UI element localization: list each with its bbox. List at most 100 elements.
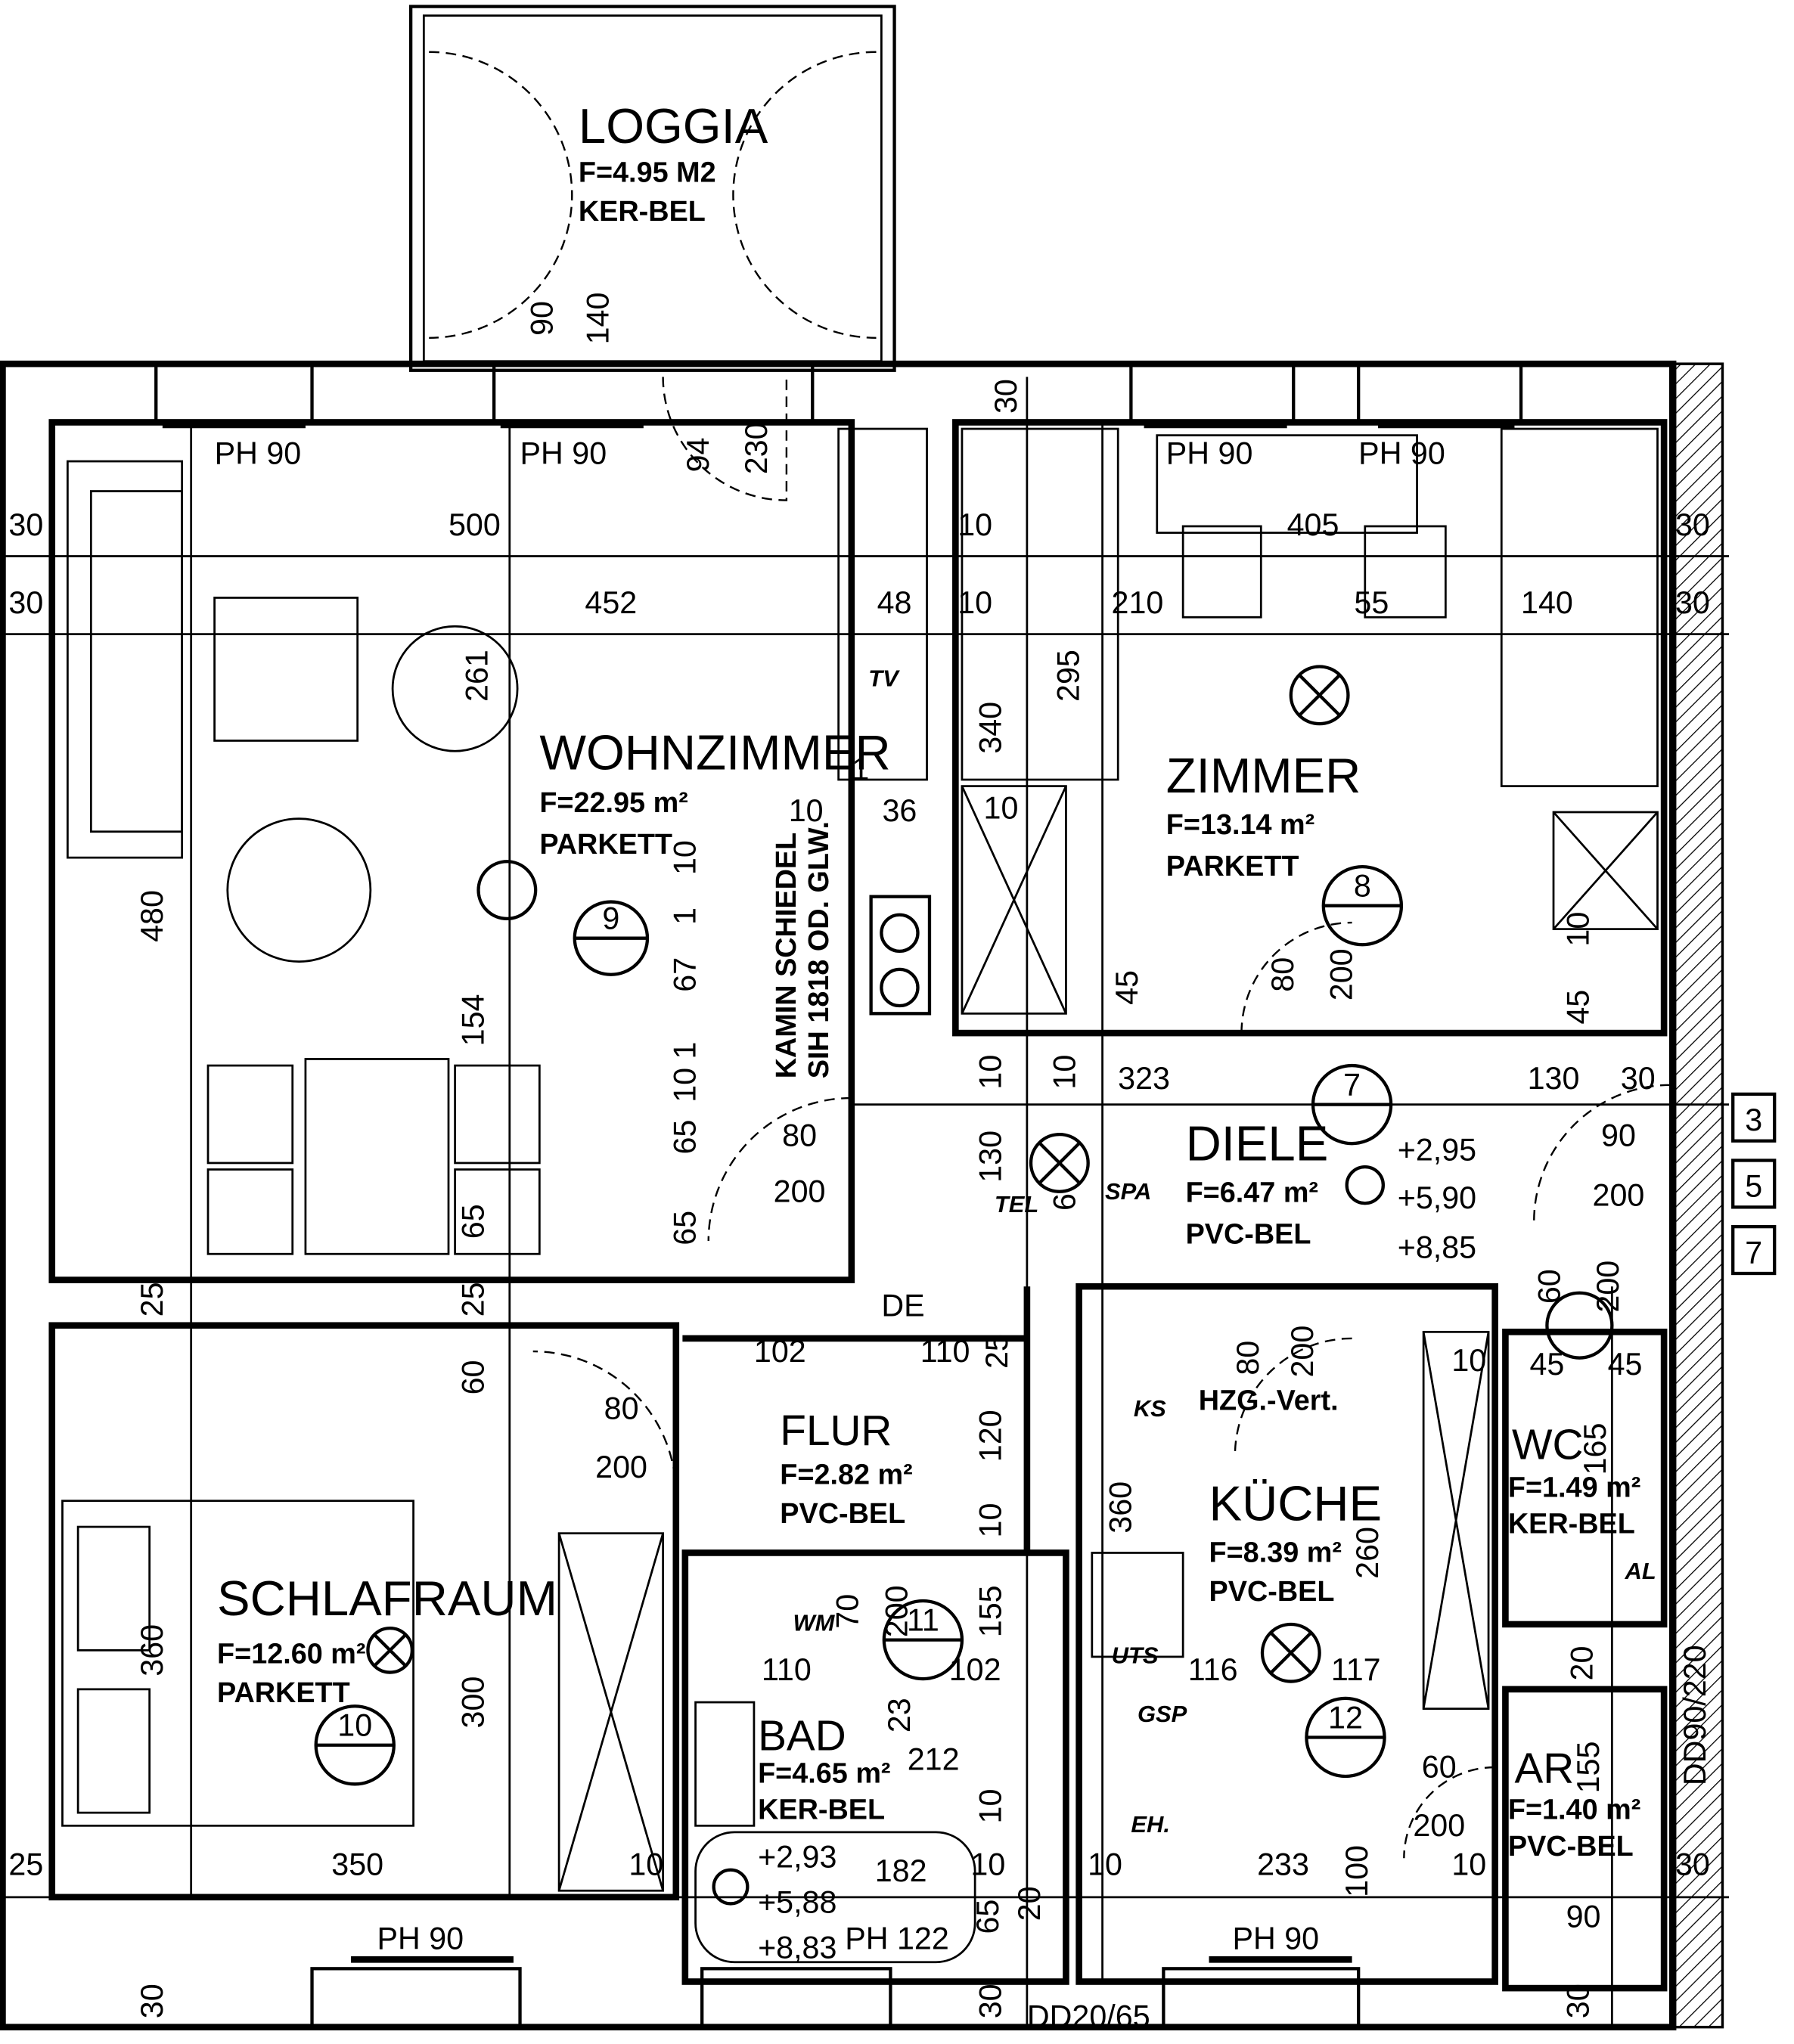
dimension-label: 200 bbox=[880, 1585, 914, 1637]
dimension-label: 30 bbox=[8, 585, 43, 620]
gsp-label: GSP bbox=[1138, 1701, 1187, 1727]
room-floor: KER-BEL bbox=[758, 1794, 885, 1826]
dimension-label: 30 bbox=[8, 507, 43, 542]
dimension-label: 55 bbox=[1354, 585, 1389, 620]
level: +2,95 bbox=[1398, 1133, 1476, 1168]
room-floor: PVC-BEL bbox=[780, 1498, 905, 1530]
tel-label: TEL bbox=[995, 1191, 1038, 1217]
room-number: 8 bbox=[1354, 869, 1371, 904]
room-floor: PARKETT bbox=[539, 829, 672, 861]
chimney-spec: SIH 1818 OD. GLW. bbox=[803, 821, 835, 1078]
level: +8,85 bbox=[1398, 1230, 1476, 1264]
room-name: FLUR bbox=[780, 1407, 892, 1455]
window-label: PH 90 bbox=[1232, 1921, 1319, 1956]
dimension-label: 350 bbox=[331, 1847, 383, 1882]
dimension-label: 110 bbox=[920, 1334, 970, 1369]
heating-distributor-label: HZG.-Vert. bbox=[1199, 1385, 1339, 1416]
room-area: F=13.14 m² bbox=[1166, 809, 1314, 841]
window-label: PH 90 bbox=[1166, 436, 1253, 470]
dimension-label: 25 bbox=[135, 1282, 169, 1317]
dimension-label: 90 bbox=[1566, 1899, 1601, 1934]
level: +2,93 bbox=[758, 1839, 836, 1874]
wm-label: WM bbox=[793, 1610, 835, 1636]
dimension-label: 10 bbox=[1560, 912, 1595, 947]
furniture bbox=[61, 427, 1659, 1964]
dimension-label: 130 bbox=[1528, 1061, 1580, 1096]
dimension-label: 80 bbox=[1265, 957, 1300, 992]
room-bad: BAD F=4.65 m² KER-BEL 11 +2,93 +5,88 +8,… bbox=[712, 1599, 964, 1965]
room-diele: DIELE F=6.47 m² PVC-BEL 7 +2,95 +5,90 +8… bbox=[1186, 1063, 1476, 1264]
dimension-label: 260 bbox=[1350, 1527, 1385, 1579]
ks-label: KS bbox=[1134, 1395, 1166, 1422]
room-area: F=4.95 M2 bbox=[579, 157, 716, 189]
dimension-label: 10 bbox=[958, 585, 992, 620]
uts-label: UTS bbox=[1112, 1642, 1159, 1669]
room-name: ZIMMER bbox=[1166, 748, 1361, 803]
ceiling-lights bbox=[366, 665, 1614, 1683]
room-area: F=4.65 m² bbox=[758, 1758, 890, 1790]
dimension-label: 10 bbox=[973, 1789, 1008, 1824]
dimension-label: 200 bbox=[1413, 1808, 1465, 1843]
dimension-label: 10 bbox=[629, 1847, 663, 1882]
dimension: 90 bbox=[525, 301, 560, 336]
room-floor: PARKETT bbox=[217, 1677, 350, 1709]
dimension-label: 1 bbox=[668, 907, 703, 925]
dimension-label: 10 bbox=[1088, 1847, 1122, 1882]
room-area: F=8.39 m² bbox=[1209, 1537, 1342, 1568]
dimension-label: 360 bbox=[135, 1624, 169, 1676]
dimension-label: 102 bbox=[754, 1334, 806, 1369]
room-zimmer: ZIMMER F=13.14 m² PARKETT 8 bbox=[1166, 748, 1404, 947]
dimension-label: 165 bbox=[1578, 1423, 1612, 1475]
dimension-label: 405 bbox=[1287, 507, 1339, 542]
room-kueche: KÜCHE F=8.39 m² PVC-BEL 12 bbox=[1209, 1476, 1386, 1779]
room-number: 9 bbox=[602, 901, 619, 936]
dimension-label: 480 bbox=[135, 890, 169, 942]
dimension-label: 200 bbox=[1285, 1326, 1320, 1378]
dimension-label: 30 bbox=[1621, 1061, 1656, 1096]
room-number: 7 bbox=[1343, 1068, 1361, 1103]
dimension-label: 10 bbox=[1451, 1343, 1486, 1378]
room-name: AR bbox=[1514, 1745, 1574, 1793]
dimension-label: 70 bbox=[830, 1594, 864, 1629]
dimension-label: 30 bbox=[1675, 507, 1710, 542]
dimension-label: 48 bbox=[877, 585, 912, 620]
dimension-label: 154 bbox=[455, 994, 490, 1047]
dimension-label: 80 bbox=[1231, 1341, 1265, 1376]
al-label: AL bbox=[1625, 1558, 1656, 1584]
dimension-label: 60 bbox=[1532, 1269, 1567, 1304]
dimension-label: 45 bbox=[1529, 1347, 1564, 1382]
room-number: 10 bbox=[337, 1708, 372, 1743]
room-area: F=1.49 m² bbox=[1508, 1472, 1640, 1504]
room-floor: PVC-BEL bbox=[1209, 1576, 1335, 1608]
room-number: 11 bbox=[907, 1603, 939, 1638]
room-number: 12 bbox=[1328, 1700, 1363, 1735]
room-name: SCHLAFRAUM bbox=[217, 1571, 557, 1626]
dimension-label: 200 bbox=[774, 1174, 826, 1208]
dimension-label: 340 bbox=[973, 702, 1008, 754]
room-name: DIELE bbox=[1186, 1116, 1329, 1171]
level: +5,88 bbox=[758, 1884, 836, 1919]
dimension-label: 80 bbox=[782, 1118, 817, 1153]
dimension-label: 30 bbox=[973, 1984, 1008, 2018]
dimension-label: 360 bbox=[1103, 1481, 1138, 1534]
room-wc: WC F=1.49 m² KER-BEL bbox=[1508, 1422, 1640, 1540]
dimension-label: 130 bbox=[973, 1131, 1008, 1183]
eh-label: EH. bbox=[1131, 1811, 1170, 1838]
dimension-label: 23 bbox=[882, 1698, 917, 1732]
entry-door-label: DD90/220 bbox=[1678, 1645, 1712, 1785]
dimension-label: 10 bbox=[984, 791, 1019, 826]
room-area: F=12.60 m² bbox=[217, 1639, 365, 1670]
dimension-label: 110 bbox=[762, 1652, 812, 1687]
dimension-label: 10 bbox=[958, 507, 992, 542]
room-loggia: LOGGIA F=4.95 M2 KER-BEL 90 140 bbox=[525, 98, 768, 344]
dimension: 140 bbox=[580, 293, 615, 345]
room-name: LOGGIA bbox=[579, 98, 768, 154]
dimension-label: 323 bbox=[1118, 1061, 1170, 1096]
dimension-label: 155 bbox=[1571, 1742, 1606, 1794]
dimension-label: 200 bbox=[1591, 1261, 1625, 1313]
room-name: BAD bbox=[758, 1713, 846, 1760]
room-floor: KER-BEL bbox=[1508, 1509, 1635, 1540]
dimension-label: 230 bbox=[739, 422, 774, 474]
level: +5,90 bbox=[1398, 1180, 1476, 1215]
window-label: PH 90 bbox=[1358, 436, 1445, 470]
